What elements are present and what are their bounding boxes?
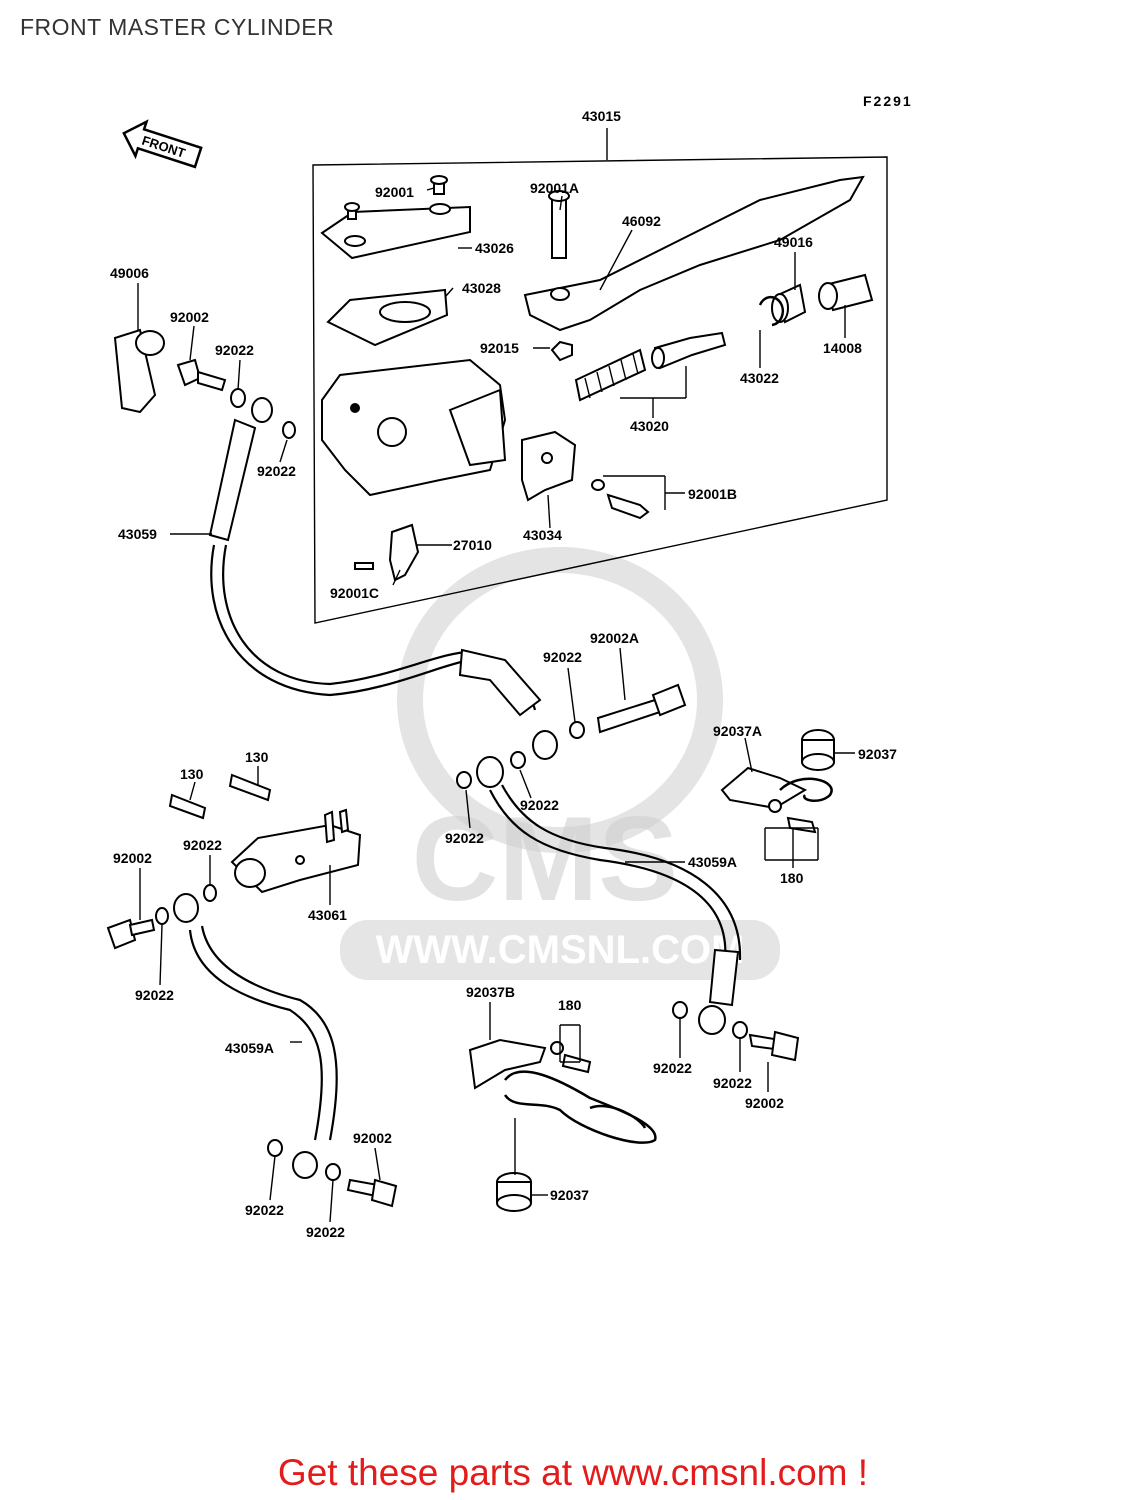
front-arrow-icon: FRONT: [122, 119, 203, 169]
reservoir-cover: [320, 175, 471, 347]
part-43026-label: 43026: [475, 240, 514, 256]
part-92037A-label: 92037A: [713, 723, 762, 739]
clamp: [521, 430, 650, 520]
part-92022-label: 92022: [543, 649, 582, 665]
part-43028-label: 43028: [462, 280, 501, 296]
part-180-label: 180: [780, 870, 804, 886]
part-43022-label: 43022: [740, 370, 779, 386]
assembly-box-43015: 43015: [312, 108, 888, 624]
part-130-label: 130: [180, 766, 204, 782]
part-43059A-label: 43059A: [225, 1040, 274, 1056]
brake-joint: [168, 773, 362, 902]
part-92002-label: 92002: [170, 309, 209, 325]
part-43059-label: 43059: [118, 526, 157, 542]
watermark-brand: CMS: [412, 792, 679, 926]
upper-banjo-bolt: [176, 358, 296, 439]
watermark-url: WWW.CMSNL.COM: [376, 928, 745, 972]
part-92001-label: 92001: [375, 184, 414, 200]
watermark: CMS WWW.CMSNL.COM: [340, 547, 780, 980]
part-92037-label: 92037: [858, 746, 897, 762]
dust-boot-parts: [758, 273, 874, 327]
part-92001B-label: 92001B: [688, 486, 737, 502]
brake-hose-43059: [208, 418, 558, 760]
part-92001A-label: 92001A: [530, 180, 579, 196]
part-92022-label: 92022: [653, 1060, 692, 1076]
part-92002-label: 92002: [745, 1095, 784, 1111]
reservoir-cap: [113, 328, 165, 414]
brake-lever: [523, 175, 865, 362]
part-92022-label: 92022: [713, 1075, 752, 1091]
piston-assembly: [574, 331, 727, 402]
leader-lines: [137, 187, 855, 1223]
part-92001C-label: 92001C: [330, 585, 379, 601]
part-43034-label: 43034: [523, 527, 562, 543]
part-43059A-label: 43059A: [688, 854, 737, 870]
part-130-label: 130: [245, 749, 269, 765]
part-43020-label: 43020: [630, 418, 669, 434]
part-49006-label: 49006: [110, 265, 149, 281]
part-92022-label: 92022: [183, 837, 222, 853]
part-27010-label: 27010: [453, 537, 492, 553]
part-92022-label: 92022: [520, 797, 559, 813]
part-49016-label: 49016: [774, 234, 813, 250]
master-cylinder-body: [321, 358, 507, 497]
part-180-label: 180: [558, 997, 582, 1013]
banjo-bolt-92002A: [569, 683, 687, 739]
part-92002A-label: 92002A: [590, 630, 639, 646]
part-92022-label: 92022: [257, 463, 296, 479]
part-92022-label: 92022: [445, 830, 484, 846]
part-92037B-label: 92037B: [466, 984, 515, 1000]
part-92037-label: 92037: [550, 1187, 589, 1203]
part-14008-label: 14008: [823, 340, 862, 356]
part-46092-label: 46092: [622, 213, 661, 229]
part-92022-label: 92022: [135, 987, 174, 1003]
figure-code: F2291: [863, 93, 913, 109]
brake-hose-43059A-left: [106, 893, 398, 1208]
part-92022-label: 92022: [215, 342, 254, 358]
page-title: FRONT MASTER CYLINDER: [20, 14, 335, 40]
part-92002-label: 92002: [113, 850, 152, 866]
bracket-92037B: [468, 1038, 657, 1212]
part-92022-label: 92022: [245, 1202, 284, 1218]
brake-hose-43059A-right: [456, 751, 800, 1062]
bracket-92037A: [720, 729, 835, 834]
brake-switch: [354, 523, 420, 582]
part-92022-label: 92022: [306, 1224, 345, 1240]
part-92002-label: 92002: [353, 1130, 392, 1146]
part-92015-label: 92015: [480, 340, 519, 356]
part-number-labels: 92001 92001A 46092 43026 43028 49016 490…: [110, 180, 897, 1240]
promo-link[interactable]: Get these parts at www.cmsnl.com !: [277, 1452, 869, 1493]
part-43061-label: 43061: [308, 907, 347, 923]
part-43015-label: 43015: [582, 108, 621, 124]
